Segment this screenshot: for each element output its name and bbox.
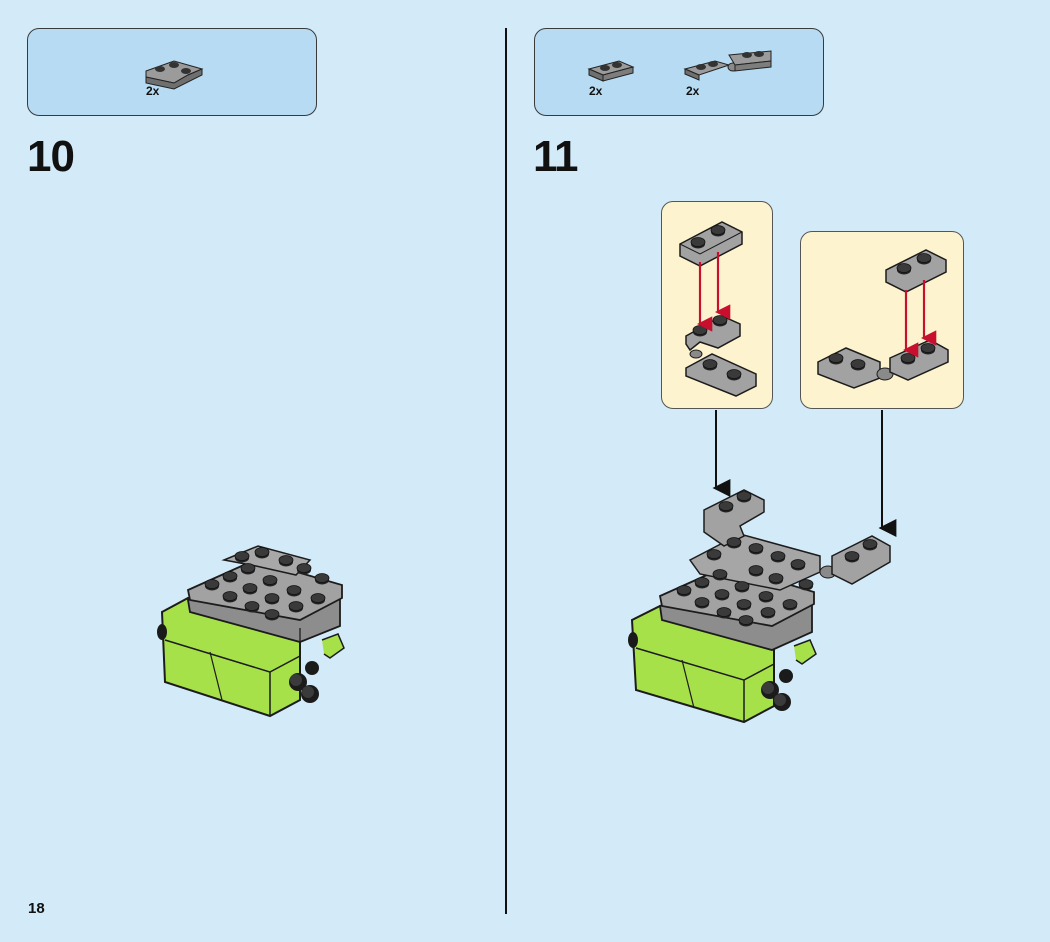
step-number-10: 10	[27, 132, 75, 181]
right-callout-sub-assembly	[817, 249, 949, 389]
step-divider	[505, 28, 507, 914]
step-11-parts-box: 2x 2x	[534, 28, 824, 116]
step-number-11: 11	[533, 132, 579, 181]
step-10-parts-box: 2x	[27, 28, 317, 116]
part-quantity: 2x	[686, 84, 700, 98]
part-quantity: 2x	[146, 84, 160, 98]
corner-plate-icon	[145, 60, 204, 90]
left-callout-sub-assembly	[679, 221, 757, 397]
plate-1x2-icon	[587, 60, 635, 82]
part-quantity: 2x	[589, 84, 603, 98]
page-number: 18	[28, 900, 45, 917]
step-10-model	[157, 545, 345, 718]
hinge-plate-icon	[683, 50, 772, 81]
step-11-model	[628, 489, 891, 724]
